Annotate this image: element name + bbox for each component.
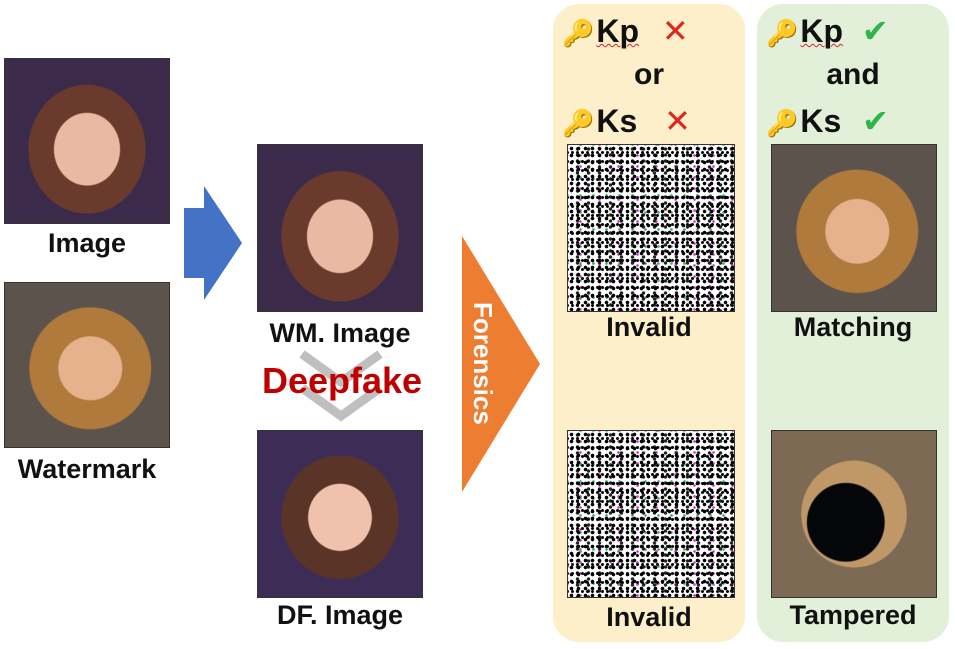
key-icon: 🔑 xyxy=(766,108,799,138)
invalid-recovered-bottom xyxy=(567,430,735,598)
invalid-ks-line: 🔑Ks ✕ xyxy=(562,102,691,140)
ks-text: Ks xyxy=(596,103,638,139)
key-icon: 🔑 xyxy=(766,18,799,48)
cross-icon: ✕ xyxy=(664,103,691,139)
recovered-watermark xyxy=(771,144,937,312)
deepfake-label: Deepfake xyxy=(261,360,423,401)
watermarked-image xyxy=(257,144,423,312)
check-icon: ✔ xyxy=(862,103,889,139)
valid-kp-line: 🔑Kp ✔ xyxy=(766,12,889,50)
cross-icon: ✕ xyxy=(661,13,689,49)
forensics-label: Forensics xyxy=(468,302,498,425)
invalid-bottom-label: Invalid xyxy=(606,602,692,632)
kp-text: Kp xyxy=(800,13,844,49)
key-icon: 🔑 xyxy=(562,18,595,48)
image-label: Image xyxy=(47,228,127,258)
deepfake-image xyxy=(257,430,423,598)
valid-ks-line: 🔑Ks ✔ xyxy=(766,102,889,140)
matching-label: Matching xyxy=(793,312,913,342)
forensics-arrow xyxy=(462,236,540,492)
and-text: and xyxy=(826,58,880,91)
check-icon: ✔ xyxy=(861,13,889,49)
invalid-recovered-top xyxy=(567,144,735,312)
deepfake-chevron xyxy=(299,350,383,422)
key-icon: 🔑 xyxy=(562,108,595,138)
df-image-label: DF. Image xyxy=(276,600,404,630)
watermark-label: Watermark xyxy=(17,454,157,484)
invalid-kp-line: 🔑Kp ✕ xyxy=(562,12,689,50)
wm-image-label: WM. Image xyxy=(269,318,411,348)
or-text: or xyxy=(634,58,664,91)
tampered-watermark xyxy=(771,430,937,598)
ks-text: Ks xyxy=(800,103,842,139)
kp-text: Kp xyxy=(596,13,640,49)
embed-arrow xyxy=(184,186,242,300)
tampered-label: Tampered xyxy=(789,600,917,630)
invalid-top-label: Invalid xyxy=(606,312,692,342)
watermark-image xyxy=(4,282,170,448)
original-image xyxy=(4,58,170,224)
